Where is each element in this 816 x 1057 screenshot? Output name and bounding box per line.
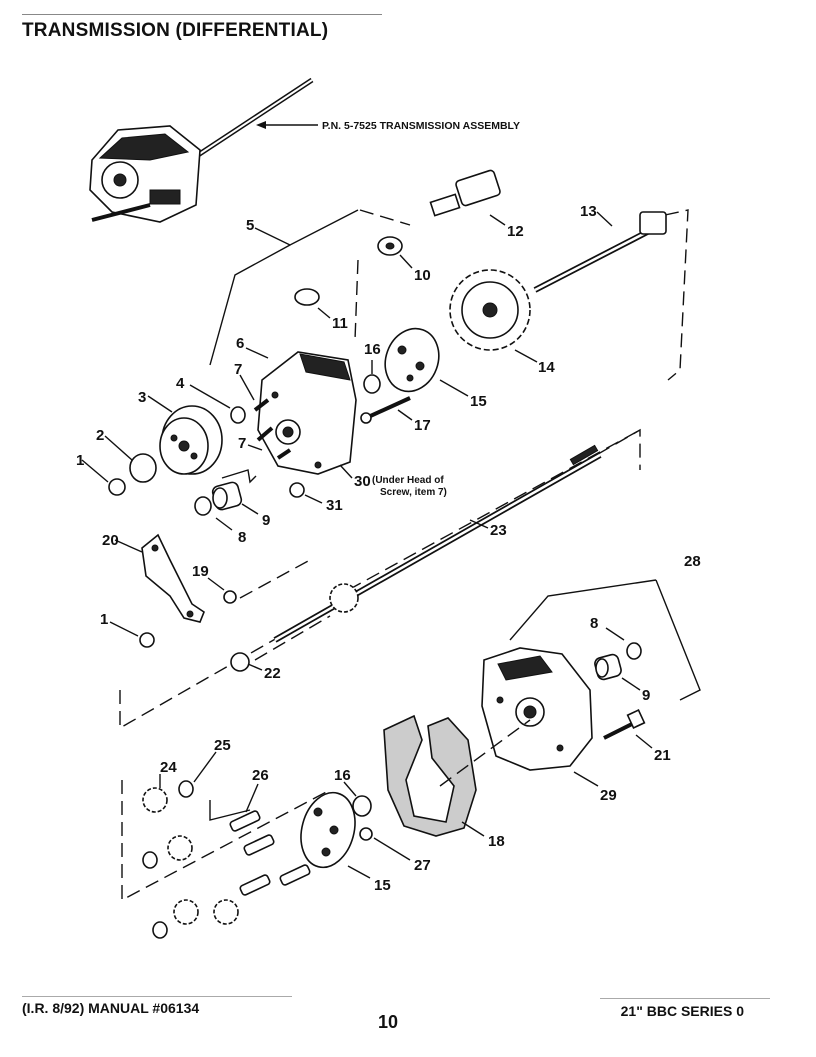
- callout-6: 6: [236, 335, 244, 352]
- part-3-pulley: [159, 405, 223, 475]
- callout-15b: 15: [374, 877, 391, 894]
- transmission-assembly: [89, 77, 314, 223]
- callout-8: 8: [238, 529, 246, 546]
- part-23-axle-shaft: [273, 444, 602, 643]
- callout-11: 11: [332, 315, 348, 332]
- part-18-gasket: [383, 714, 477, 837]
- part-9-bushing-lower: [594, 653, 622, 681]
- top-rule: [22, 14, 382, 15]
- footer-series: 21" BBC SERIES 0: [620, 1003, 744, 1019]
- callout-12: 12: [507, 223, 524, 240]
- callout-16: 16: [364, 341, 381, 358]
- page-number: 10: [378, 1012, 399, 1032]
- part-8-washer-lower: [626, 642, 642, 660]
- callout-31: 31: [326, 497, 343, 514]
- part-8-washer: [194, 496, 212, 516]
- part-1-nut: [108, 478, 126, 496]
- callout-26: 26: [252, 767, 269, 784]
- callout-9b: 9: [642, 687, 650, 704]
- callout-27: 27: [414, 857, 431, 874]
- callout-19: 19: [192, 563, 209, 580]
- footer-rule-left: [22, 996, 292, 997]
- part-7-screw: [256, 426, 274, 442]
- callout-10: 10: [414, 267, 431, 284]
- part-19-nut: [223, 590, 237, 604]
- callout-9: 9: [262, 512, 270, 529]
- part-29-housing-half: [481, 647, 593, 771]
- part-15-carrier-plate: [384, 327, 440, 393]
- callout-7b: 7: [238, 435, 246, 452]
- part-20-bracket: [141, 533, 205, 623]
- callout-4: 4: [176, 375, 185, 392]
- callout-30: 30: [354, 473, 371, 490]
- callout-labels: 1 2 3 4 5 6 7 7 8 9 10 11 12 13 14 15 16…: [76, 203, 701, 894]
- part-26-pin: [229, 810, 311, 896]
- part-17-screw: [360, 396, 411, 424]
- footer-rule-right: [600, 998, 770, 999]
- page-title: TRANSMISSION (DIFFERENTIAL): [22, 20, 329, 41]
- callout-28: 28: [684, 553, 701, 570]
- part-24-gear: [142, 787, 239, 925]
- callout-25: 25: [214, 737, 231, 754]
- callout-20: 20: [102, 532, 119, 549]
- part-4-washer: [230, 406, 246, 424]
- callout-5: 5: [246, 217, 254, 234]
- part-15-carrier-lower: [300, 791, 356, 869]
- part-27-nut: [359, 827, 373, 841]
- callout-18: 18: [488, 833, 505, 850]
- callout-3: 3: [138, 389, 146, 406]
- part-16-washer-lower: [352, 795, 372, 817]
- assembly-label: P.N. 5-7525 TRANSMISSION ASSEMBLY: [322, 120, 520, 132]
- callout-1: 1: [76, 452, 84, 469]
- note-line-1: (Under Head of: [372, 475, 444, 486]
- callout-24: 24: [160, 759, 177, 776]
- part-12-roller: [429, 169, 506, 226]
- part-22-bushing: [230, 652, 250, 672]
- callout-16b: 16: [334, 767, 351, 784]
- callout-14: 14: [538, 359, 555, 376]
- callout-1b: 1: [100, 611, 108, 628]
- part-9-bushing: [211, 481, 243, 511]
- part-7-screw: [253, 398, 270, 412]
- callout-17: 17: [414, 417, 431, 434]
- part-16-washer: [363, 374, 381, 394]
- note-line-2: Screw, item 7): [380, 487, 447, 498]
- part-25-bushing: [178, 780, 194, 798]
- callout-15: 15: [470, 393, 487, 410]
- callout-21: 21: [654, 747, 671, 764]
- callout-8b: 8: [590, 615, 598, 632]
- part-13-shaft: [533, 211, 667, 293]
- callout-22: 22: [264, 665, 281, 682]
- part-11-cap: [294, 288, 320, 306]
- callout-23: 23: [490, 522, 507, 539]
- callout-2: 2: [96, 427, 104, 444]
- part-2-washer: [129, 453, 157, 483]
- part-1-lower-nut: [139, 632, 155, 648]
- part-31-nut: [289, 482, 305, 498]
- footer-manual-number: (I.R. 8/92) MANUAL #06134: [22, 1000, 200, 1016]
- part-21-screw: [603, 709, 646, 740]
- callout-13: 13: [580, 203, 597, 220]
- part-6-housing: [257, 351, 357, 475]
- part-14-gear: [449, 269, 531, 351]
- callout-29: 29: [600, 787, 617, 804]
- callout-7: 7: [234, 361, 242, 378]
